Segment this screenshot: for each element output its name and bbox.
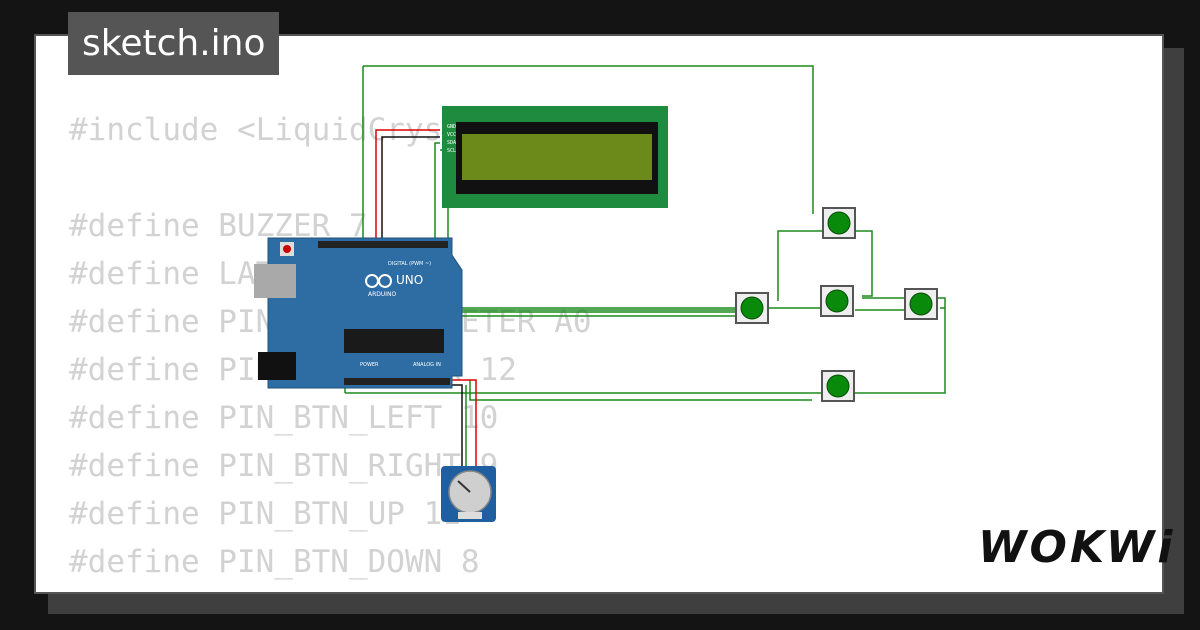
- reset-button-icon: [283, 245, 291, 253]
- file-tab[interactable]: sketch.ino: [68, 12, 280, 75]
- push-button[interactable]: [822, 207, 856, 239]
- analog-header-label: ANALOG IN: [413, 362, 441, 368]
- code-line: #define PIN_BTN_RIGHT 9: [69, 448, 499, 484]
- power-header-label: POWER: [360, 362, 379, 368]
- push-button[interactable]: [821, 370, 855, 402]
- potentiometer[interactable]: [441, 466, 496, 522]
- wire-green: [363, 65, 814, 214]
- push-button[interactable]: [735, 292, 769, 324]
- usb-port: [254, 264, 296, 298]
- wokwi-logo: WOKWi: [978, 522, 1176, 573]
- power-jack: [258, 352, 296, 380]
- lcd-pin-label: SCL: [447, 148, 456, 154]
- code-line: #define PIN_BTN_LEFT 10: [69, 400, 499, 436]
- arduino-uno-board[interactable]: UNO ARDUINO DIGITAL (PWM ~) ANALOG IN PO…: [254, 237, 463, 389]
- code-line: #define PIN_BTN_DOWN 8: [69, 544, 480, 580]
- wire-green: [469, 380, 812, 401]
- board-brand-label: ARDUINO: [368, 291, 397, 298]
- lcd-display[interactable]: GND VCC SDA SCL: [442, 106, 668, 208]
- push-button[interactable]: [820, 285, 854, 317]
- lcd-pin-label: GND: [447, 124, 456, 130]
- wire-green: [777, 230, 873, 301]
- push-button[interactable]: [904, 288, 938, 320]
- lcd-pin-label: SDA: [447, 140, 456, 146]
- digital-header-label: DIGITAL (PWM ~): [388, 261, 431, 267]
- board-model-label: UNO: [396, 273, 423, 287]
- lcd-pin-labels: GND VCC SDA SCL: [447, 124, 456, 154]
- lcd-pin-label: VCC: [447, 132, 456, 138]
- code-line: #define PIN_BTN_UP 11: [69, 496, 461, 532]
- microcontroller-chip: [344, 329, 444, 353]
- wire-green: [345, 297, 946, 394]
